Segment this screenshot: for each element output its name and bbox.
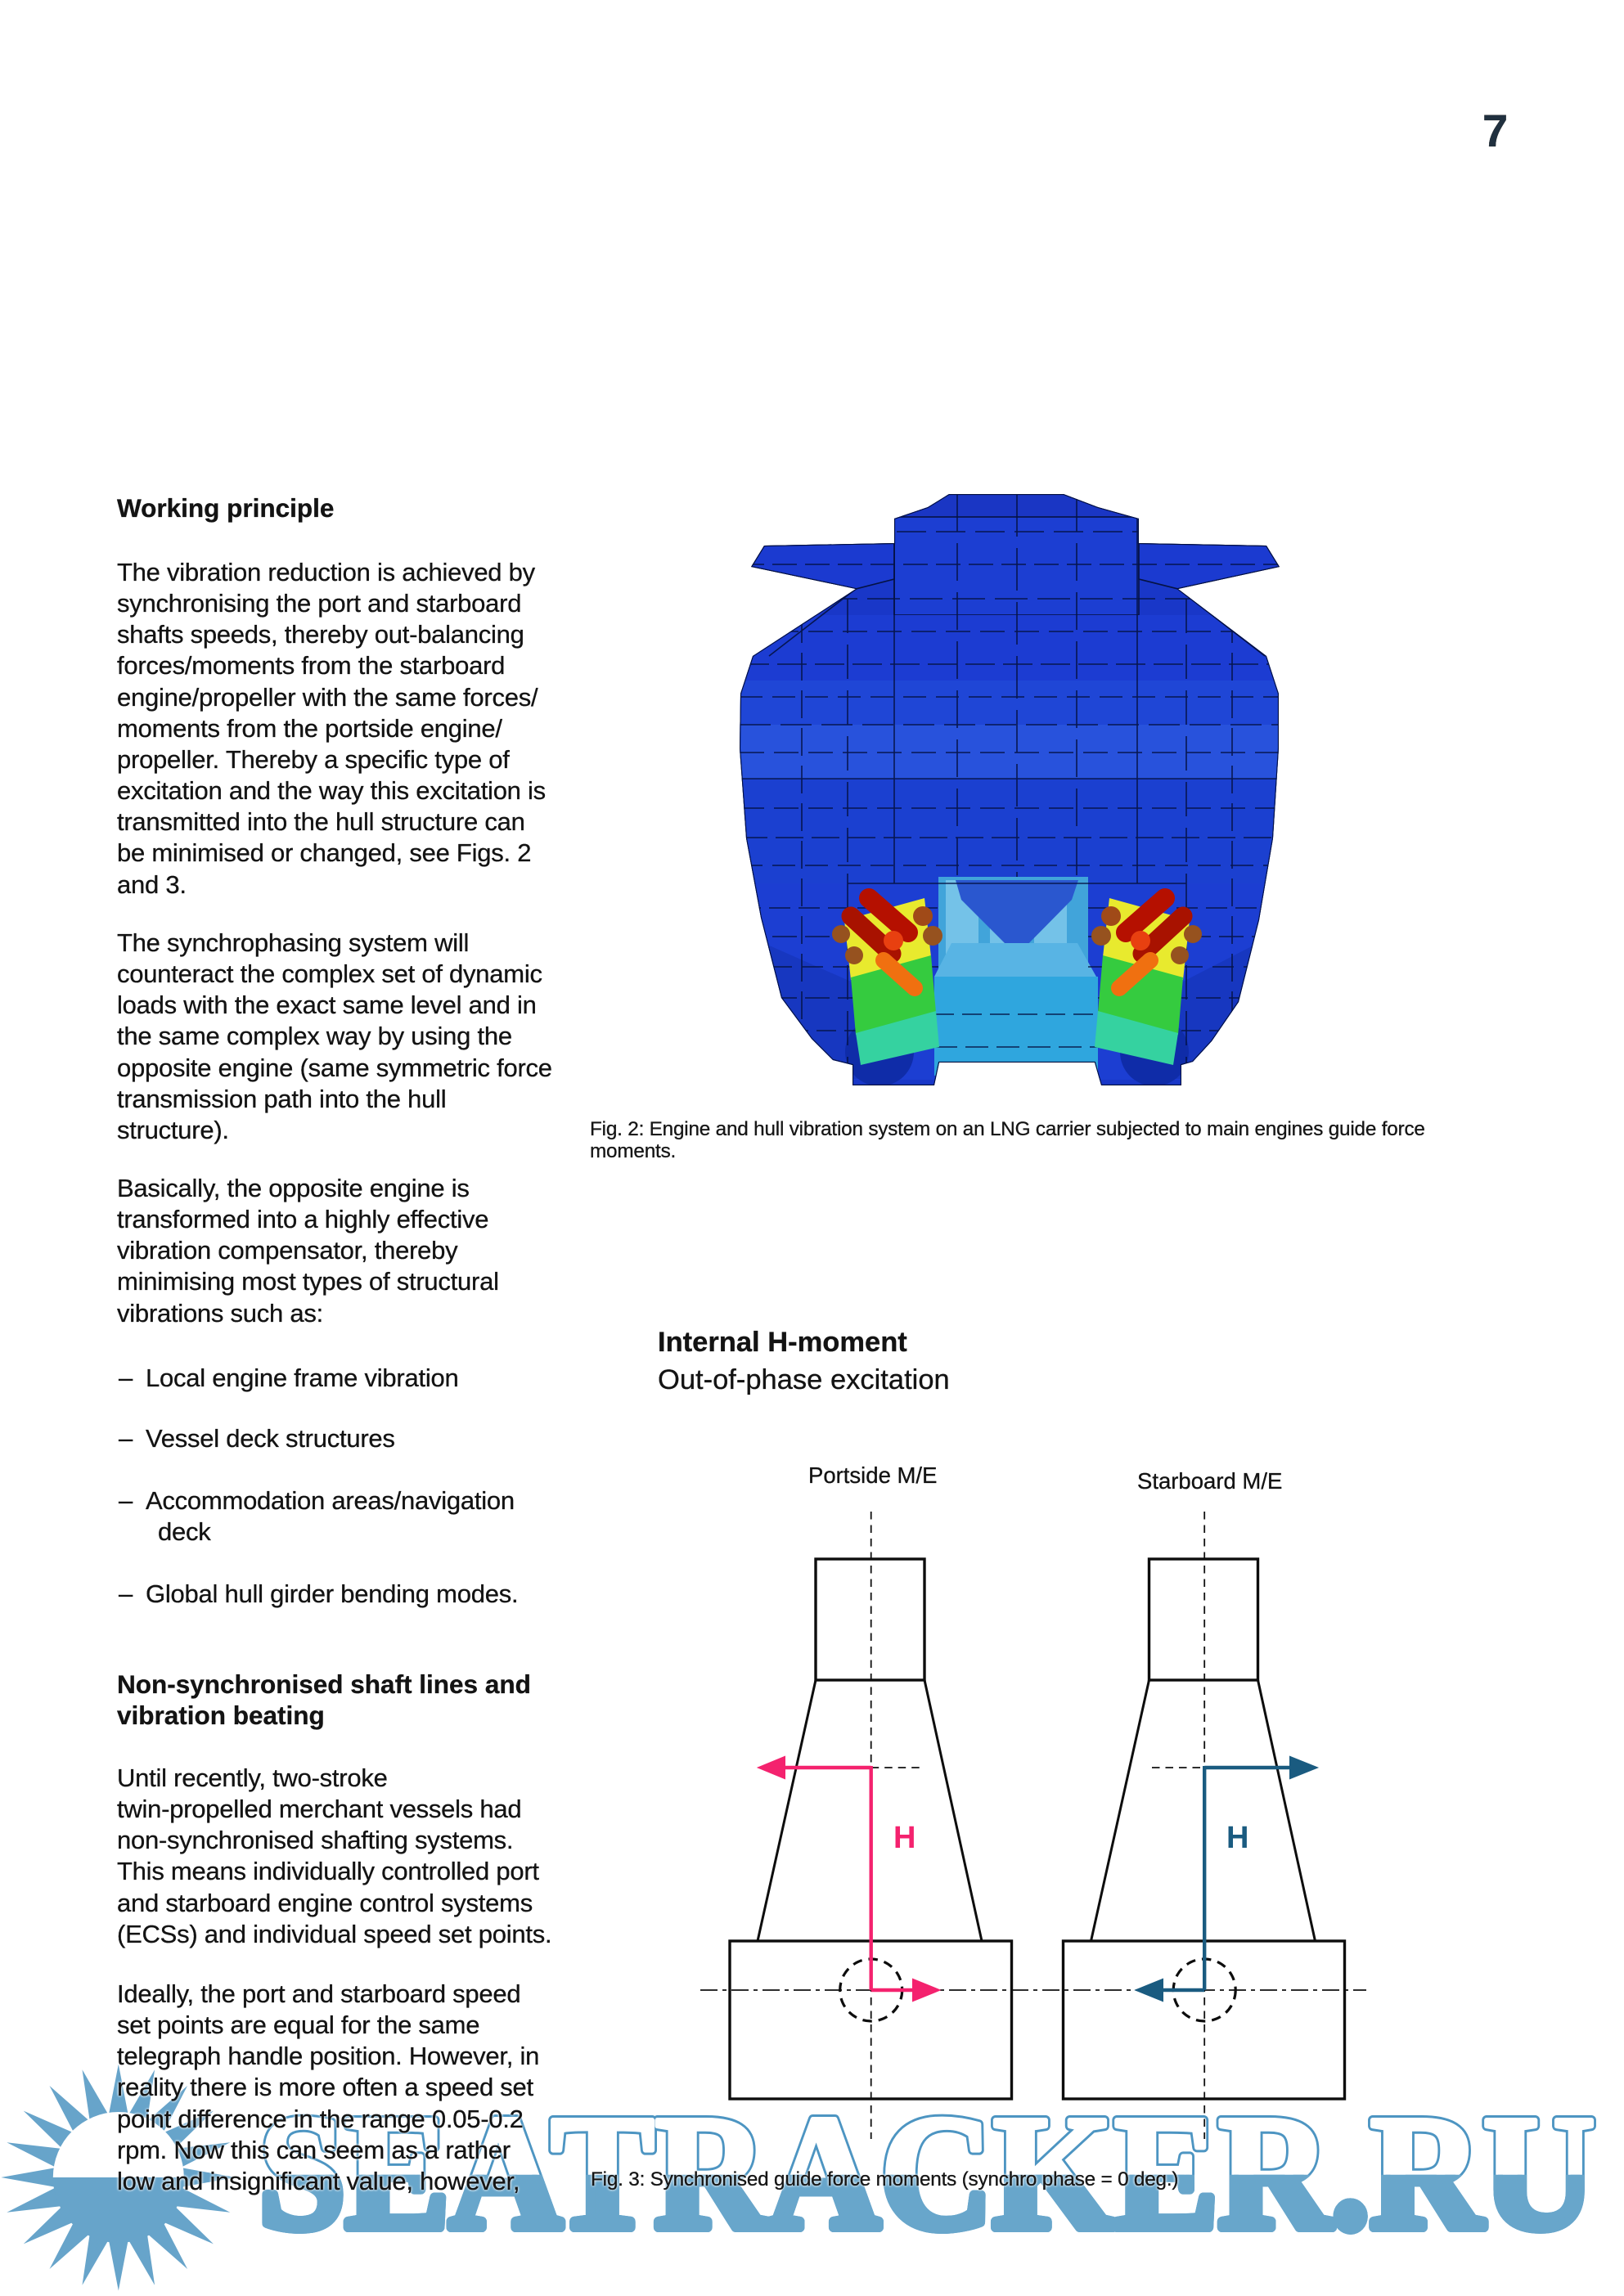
svg-text:H: H — [1226, 1821, 1248, 1855]
svg-text:SEATRACKER.RU: SEATRACKER.RU — [259, 2083, 1595, 2263]
svg-text:SEATRACKER.RU: SEATRACKER.RU — [259, 2083, 1595, 2263]
svg-text:H: H — [893, 1821, 915, 1855]
svg-text:SEATRACKER.RU: SEATRACKER.RU — [259, 2083, 1595, 2263]
